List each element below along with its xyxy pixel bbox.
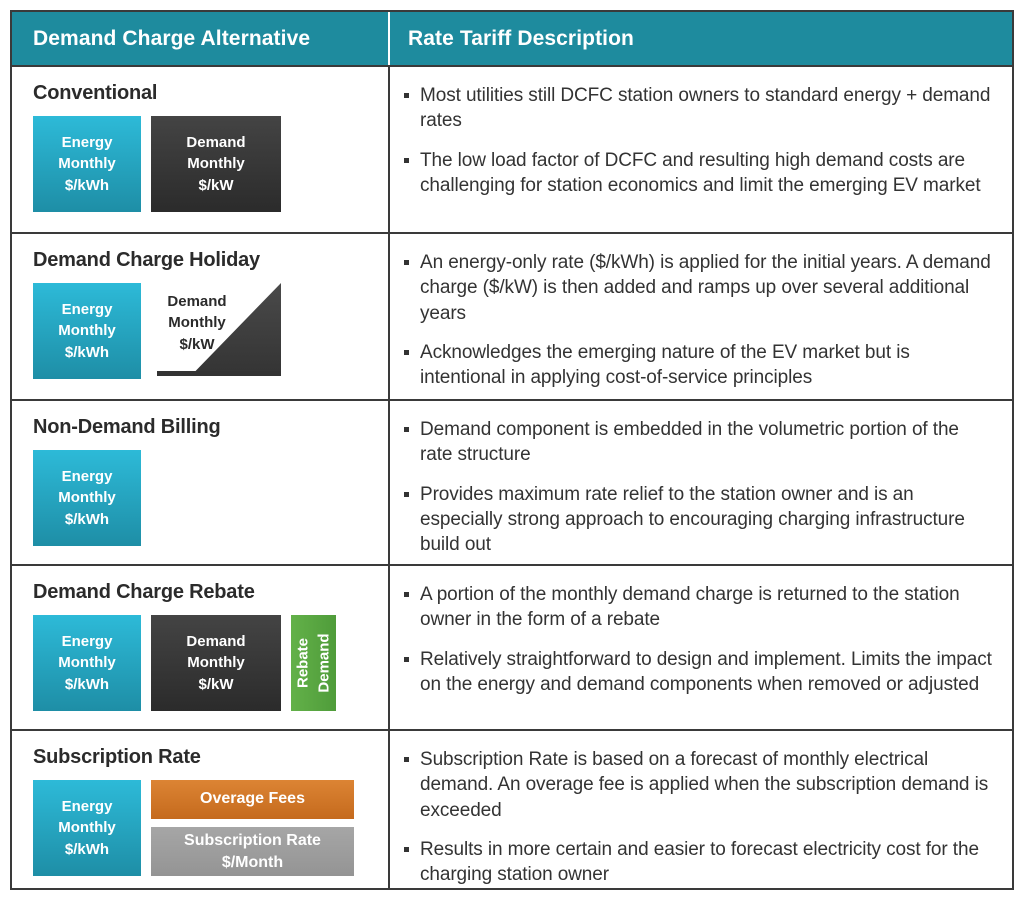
energy-block-line2: Monthly — [58, 654, 116, 672]
energy-block: Energy Monthly $/kWh — [33, 615, 141, 711]
description-bullet-list: A portion of the monthly demand charge i… — [402, 582, 992, 697]
list-item: A portion of the monthly demand charge i… — [402, 582, 992, 633]
list-item: Subscription Rate is based on a forecast… — [402, 747, 992, 823]
energy-block-line3: $/kWh — [64, 176, 110, 194]
alternative-cell-demand-charge-holiday: Demand Charge Holiday Energy Monthly $/k… — [12, 234, 390, 399]
list-item: Most utilities still DCFC station owners… — [402, 83, 992, 134]
rebate-block-line1: Demand — [315, 633, 333, 693]
rate-tariff-table: Demand Charge Alternative Rate Tariff De… — [10, 10, 1014, 890]
list-item: Relatively straightforward to design and… — [402, 647, 992, 698]
energy-block-line3: $/kWh — [64, 343, 110, 361]
rate-structure-diagram: Energy Monthly $/kWh Demand Monthly $/kW — [33, 283, 376, 379]
column-header-alternative-label: Demand Charge Alternative — [33, 26, 311, 50]
energy-block-line3: $/kWh — [64, 675, 110, 693]
rate-structure-diagram: Energy Monthly $/kWh Demand Monthly $/kW… — [33, 615, 376, 711]
table-row: Demand Charge Holiday Energy Monthly $/k… — [12, 232, 1012, 399]
energy-block-line1: Energy — [61, 633, 113, 651]
column-header-alternative: Demand Charge Alternative — [12, 12, 390, 65]
table-header-row: Demand Charge Alternative Rate Tariff De… — [12, 12, 1012, 65]
demand-rebate-block: Demand Rebate — [291, 615, 336, 711]
demand-block-line2: Monthly — [187, 155, 245, 173]
alternative-cell-conventional: Conventional Energy Monthly $/kWh Demand… — [12, 67, 390, 232]
alternative-cell-demand-charge-rebate: Demand Charge Rebate Energy Monthly $/kW… — [12, 566, 390, 729]
demand-ramp-block: Demand Monthly $/kW — [151, 283, 281, 379]
table-row: Subscription Rate Energy Monthly $/kWh O… — [12, 729, 1012, 890]
alternative-title: Subscription Rate — [33, 746, 201, 768]
description-bullet-list: Demand component is embedded in the volu… — [402, 417, 992, 557]
alternative-title: Demand Charge Holiday — [33, 249, 260, 271]
list-item: Acknowledges the emerging nature of the … — [402, 340, 992, 391]
table-row: Conventional Energy Monthly $/kWh Demand… — [12, 65, 1012, 232]
table-row: Demand Charge Rebate Energy Monthly $/kW… — [12, 564, 1012, 729]
energy-block: Energy Monthly $/kWh — [33, 116, 141, 212]
rate-structure-diagram: Energy Monthly $/kWh Overage Fees Subscr… — [33, 780, 376, 876]
energy-block: Energy Monthly $/kWh — [33, 780, 141, 876]
energy-block-line3: $/kWh — [64, 840, 110, 858]
description-bullet-list: Subscription Rate is based on a forecast… — [402, 747, 992, 887]
column-header-description-label: Rate Tariff Description — [408, 26, 634, 50]
alternative-cell-subscription-rate: Subscription Rate Energy Monthly $/kWh O… — [12, 731, 390, 890]
rate-structure-diagram: Energy Monthly $/kWh — [33, 450, 376, 546]
demand-block: Demand Monthly $/kW — [151, 116, 281, 212]
description-bullet-list: An energy-only rate ($/kWh) is applied f… — [402, 250, 992, 390]
energy-block-line2: Monthly — [58, 819, 116, 837]
demand-block-line2: Monthly — [187, 654, 245, 672]
demand-block-line1: Demand — [186, 633, 246, 651]
alternative-title: Conventional — [33, 82, 158, 104]
demand-block-line1: Demand — [186, 134, 246, 152]
list-item: An energy-only rate ($/kWh) is applied f… — [402, 250, 992, 326]
energy-block: Energy Monthly $/kWh — [33, 283, 141, 379]
alternative-cell-non-demand-billing: Non-Demand Billing Energy Monthly $/kWh — [12, 401, 390, 564]
subscription-block-line2: $/Month — [221, 853, 284, 871]
energy-block-line2: Monthly — [58, 489, 116, 507]
energy-block-line3: $/kWh — [64, 510, 110, 528]
demand-block-line2: Monthly — [168, 314, 226, 332]
rebate-block-line2: Rebate — [294, 637, 312, 689]
energy-block-line1: Energy — [61, 301, 113, 319]
demand-block-line3: $/kW — [198, 176, 234, 194]
subscription-rate-block: Subscription Rate $/Month — [151, 827, 354, 876]
energy-block: Energy Monthly $/kWh — [33, 450, 141, 546]
description-cell-demand-charge-rebate: A portion of the monthly demand charge i… — [390, 566, 1012, 729]
list-item: Provides maximum rate relief to the stat… — [402, 482, 992, 558]
demand-block-line1: Demand — [167, 293, 227, 310]
list-item: Results in more certain and easier to fo… — [402, 837, 992, 888]
rate-structure-diagram: Energy Monthly $/kWh Demand Monthly $/kW — [33, 116, 376, 212]
overage-block-line1: Overage Fees — [200, 790, 305, 808]
subscription-block-line1: Subscription Rate — [184, 831, 321, 849]
list-item: The low load factor of DCFC and resultin… — [402, 148, 992, 199]
demand-rebate-label: Demand Rebate — [292, 633, 335, 692]
energy-block-line1: Energy — [61, 134, 113, 152]
subscription-stack: Overage Fees Subscription Rate $/Month — [151, 780, 354, 876]
description-cell-demand-charge-holiday: An energy-only rate ($/kWh) is applied f… — [390, 234, 1012, 399]
demand-ramp-label: Demand Monthly $/kW — [151, 291, 243, 355]
description-cell-non-demand-billing: Demand component is embedded in the volu… — [390, 401, 1012, 564]
description-cell-conventional: Most utilities still DCFC station owners… — [390, 67, 1012, 232]
ramp-baseline — [157, 371, 281, 376]
list-item: Demand component is embedded in the volu… — [402, 417, 992, 468]
table-row: Non-Demand Billing Energy Monthly $/kWh … — [12, 399, 1012, 564]
column-header-description: Rate Tariff Description — [390, 12, 1012, 65]
demand-block-line3: $/kW — [198, 675, 234, 693]
demand-block-line3: $/kW — [179, 335, 215, 353]
alternative-title: Non-Demand Billing — [33, 416, 221, 438]
alternative-title: Demand Charge Rebate — [33, 581, 255, 603]
description-bullet-list: Most utilities still DCFC station owners… — [402, 83, 992, 198]
energy-block-line2: Monthly — [58, 155, 116, 173]
demand-block: Demand Monthly $/kW — [151, 615, 281, 711]
description-cell-subscription-rate: Subscription Rate is based on a forecast… — [390, 731, 1012, 890]
energy-block-line1: Energy — [61, 468, 113, 486]
energy-block-line2: Monthly — [58, 322, 116, 340]
energy-block-line1: Energy — [61, 798, 113, 816]
overage-fees-block: Overage Fees — [151, 780, 354, 819]
